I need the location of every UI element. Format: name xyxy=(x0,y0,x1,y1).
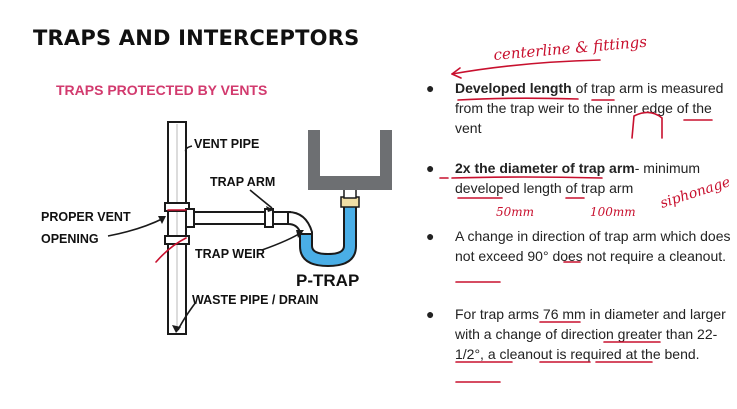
bullet-dot: ● xyxy=(426,228,435,244)
ink-centerline-fittings: centerline & fittings xyxy=(493,33,648,64)
label-trap-weir: TRAP WEIR xyxy=(195,247,265,261)
p-trap-water xyxy=(299,205,357,268)
slide-subtitle: TRAPS PROTECTED BY VENTS xyxy=(56,82,268,98)
arrowhead-trap-weir xyxy=(296,230,304,238)
bullet-text: 2x the diameter of trap arm- minimum dev… xyxy=(455,160,701,196)
label-trap-arm: TRAP ARM xyxy=(210,175,275,189)
arrowhead-trap-arm xyxy=(266,206,274,212)
slide-title: TRAPS AND INTERCEPTORS xyxy=(33,26,360,50)
bullet-strong: 2x the diameter of trap arm xyxy=(455,160,635,176)
trap-arm-hub-right xyxy=(264,208,274,228)
ink-arrow-centerline xyxy=(451,59,601,75)
label-vent-pipe: VENT PIPE xyxy=(194,137,259,151)
bullet-text: A change in direction of trap arm which … xyxy=(455,228,731,264)
label-p-trap: P-TRAP xyxy=(296,271,359,290)
trap-arm-pipe xyxy=(185,211,291,225)
label-proper-vent-line2: OPENING xyxy=(41,232,99,246)
ink-arrowhead xyxy=(451,67,462,79)
bullet-dot: ● xyxy=(426,160,435,176)
arrow-trap-arm xyxy=(249,189,273,209)
arrowhead-waste-pipe xyxy=(172,325,181,333)
bullet-strong: Developed length xyxy=(455,80,572,96)
arrow-trap-weir xyxy=(261,231,303,251)
label-waste-pipe: WASTE PIPE / DRAIN xyxy=(192,293,318,307)
trap-arm-hub-left xyxy=(185,208,195,228)
label-proper-vent-line1: PROPER VENT xyxy=(41,210,131,224)
arrow-vent-pipe xyxy=(184,145,193,153)
stack-fitting-lower xyxy=(164,235,190,245)
arrowhead-proper-vent xyxy=(158,216,166,224)
arrow-heads xyxy=(158,206,304,333)
ink-50mm: 50mm xyxy=(496,205,534,219)
sink-basin xyxy=(308,130,392,190)
trap-diagram: VENT PIPE TRAP ARM PROPER VENT OPENING T… xyxy=(41,121,392,335)
bullet-text: Developed length of trap arm is measured… xyxy=(455,80,724,136)
stack-fitting-upper xyxy=(164,202,190,212)
bullet-dot: ● xyxy=(426,80,435,96)
arrow-proper-vent xyxy=(107,217,165,237)
bullet-dot: ● xyxy=(426,306,435,322)
bullet-text: For trap arms 76 mm in diameter and larg… xyxy=(455,306,726,362)
ink-100mm: 100mm xyxy=(590,205,636,219)
